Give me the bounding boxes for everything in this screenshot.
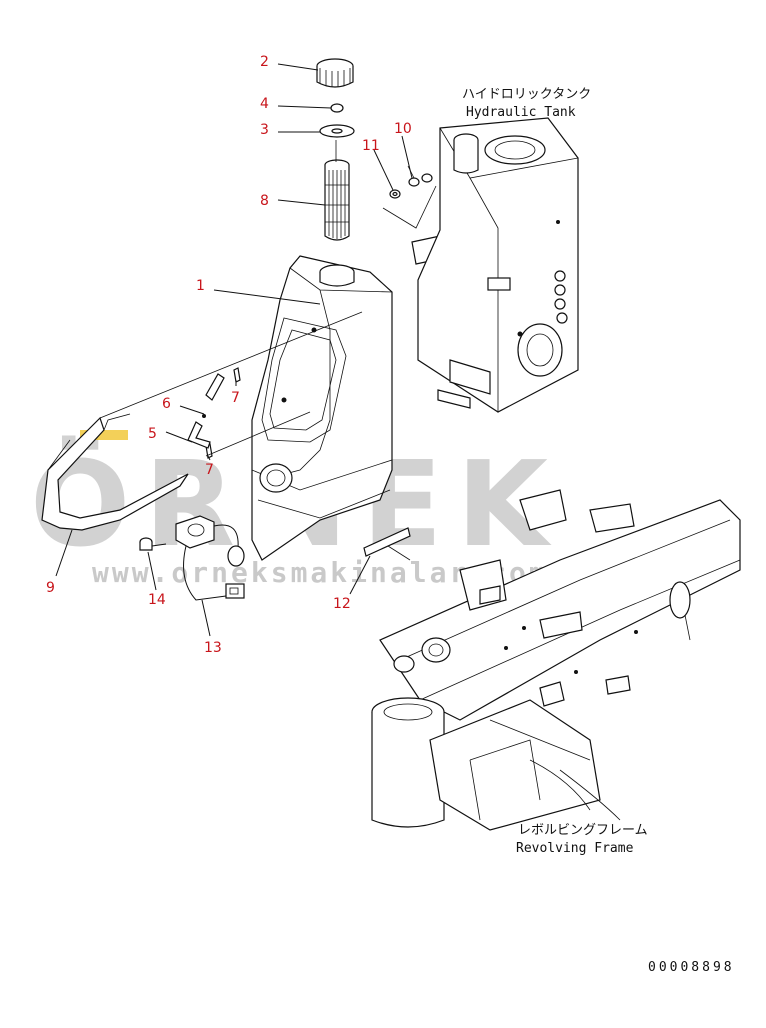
revolving-frame-en-label: Revolving Frame	[516, 841, 634, 856]
leader-lines	[55, 63, 413, 637]
callout-5[interactable]: 5	[148, 426, 157, 442]
bolt-part-14[interactable]	[139, 537, 167, 551]
bracket-part-5[interactable]	[187, 421, 211, 449]
breather-tube-part-6[interactable]	[202, 373, 225, 418]
revolving-frame-jp-label: レボルビングフレーム	[518, 823, 648, 838]
strap-part-9[interactable]	[41, 413, 189, 531]
callout-12[interactable]: 12	[333, 596, 351, 612]
callout-11[interactable]: 11	[362, 138, 380, 154]
callout-10[interactable]: 10	[394, 121, 412, 137]
callout-3[interactable]: 3	[260, 122, 269, 138]
gasket-part-3[interactable]	[319, 124, 355, 138]
fuel-cap-part-2[interactable]	[316, 58, 354, 88]
hydraulic-tank-jp-label: ハイドロリックタンク	[462, 87, 591, 102]
hydraulic-tank	[417, 117, 579, 413]
callout-14[interactable]: 14	[148, 592, 166, 608]
strainer-part-8[interactable]	[324, 159, 350, 241]
callout-1[interactable]: 1	[196, 278, 205, 294]
hydraulic-tank-en-label: Hydraulic Tank	[466, 105, 576, 120]
callout-2[interactable]: 2	[260, 54, 269, 70]
callout-6[interactable]: 6	[162, 396, 171, 412]
assembly-lines	[99, 140, 411, 561]
fuel-tank-part-1[interactable]	[251, 255, 393, 561]
clip-part-7a[interactable]	[233, 367, 241, 383]
callout-8[interactable]: 8	[260, 193, 269, 209]
revolving-frame	[371, 489, 741, 831]
watermark-accent	[80, 430, 128, 440]
drawing-number: 00008898	[648, 960, 735, 975]
callout-9[interactable]: 9	[46, 580, 55, 596]
callout-13[interactable]: 13	[204, 640, 222, 656]
fuel-sensor-part-13[interactable]	[175, 515, 245, 601]
callout-7-lower[interactable]: 7	[205, 462, 214, 478]
washer-part-11[interactable]	[389, 189, 401, 199]
o-ring-part-4[interactable]	[330, 103, 344, 113]
callout-7-upper[interactable]: 7	[231, 390, 240, 406]
nut-part-10[interactable]	[382, 165, 437, 229]
label-part-12[interactable]	[363, 527, 411, 557]
callout-4[interactable]: 4	[260, 96, 269, 112]
